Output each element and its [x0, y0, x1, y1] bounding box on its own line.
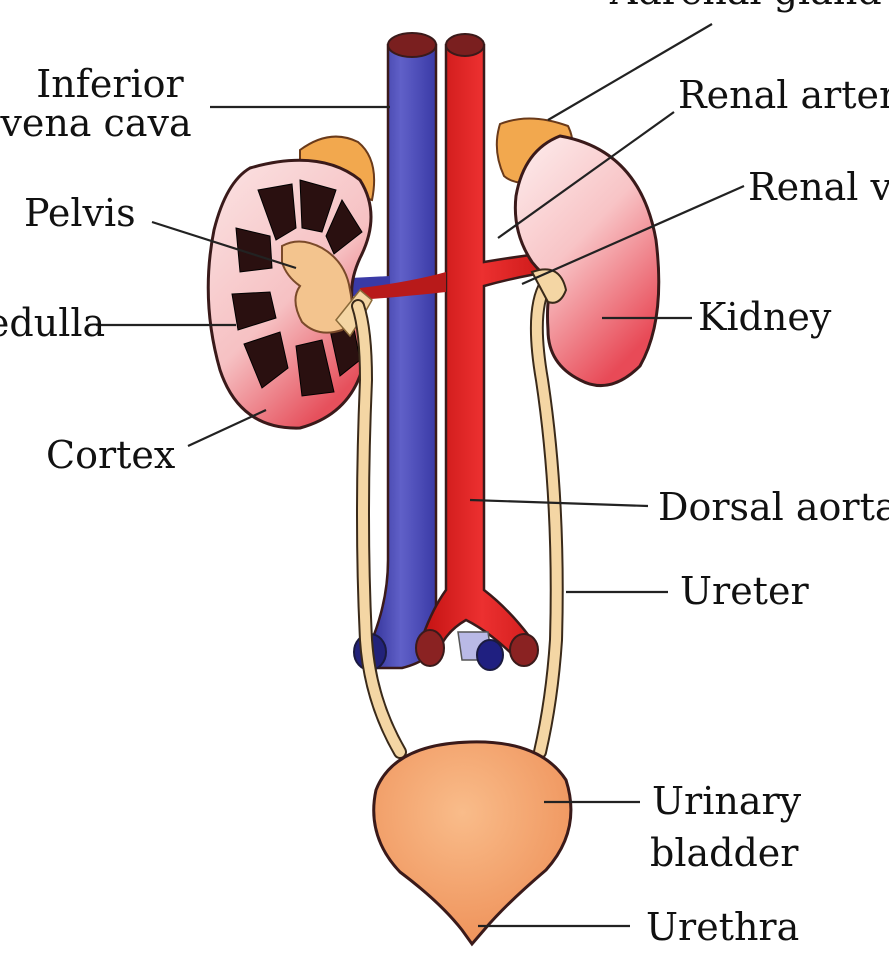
- label-pelvis: Pelvis: [24, 191, 136, 235]
- label-renal-artery: Renal artery: [678, 73, 889, 117]
- leader-renal-artery: [497, 111, 675, 239]
- label-inferior-vena-cava-line1: Inferior: [36, 62, 184, 106]
- label-urinary-bladder-line2: bladder: [650, 831, 799, 875]
- label-urethra: Urethra: [646, 905, 799, 949]
- label-inferior-vena-cava-line2: vena cava: [0, 101, 192, 145]
- left-kidney-section: [206, 135, 376, 430]
- label-urinary-bladder-line1: Urinary: [652, 779, 802, 823]
- label-adrenal-gland: Adrenal gland: [609, 0, 882, 13]
- leader-renal-vein: [521, 184, 745, 286]
- label-dorsal-aorta: Dorsal aorta: [658, 485, 889, 529]
- leader-cortex: [187, 409, 267, 447]
- label-medulla: Medulla: [0, 301, 105, 345]
- label-renal-vein: Renal vein: [748, 165, 889, 209]
- renal-pyramids: [231, 179, 363, 397]
- urinary-bladder: [372, 740, 573, 947]
- leader-dorsal-aorta: [469, 498, 649, 508]
- labels: Adrenal gland Inferior vena cava Renal a…: [0, 0, 889, 949]
- renal-pelvis: [281, 240, 353, 334]
- leader-adrenal-gland: [547, 23, 713, 121]
- ureters: [351, 268, 568, 759]
- label-cortex: Cortex: [46, 433, 175, 477]
- right-kidney: [495, 117, 661, 388]
- label-ureter: Ureter: [680, 569, 809, 613]
- label-kidney: Kidney: [698, 295, 832, 339]
- leader-lines: [96, 23, 745, 928]
- leader-pelvis: [151, 220, 297, 270]
